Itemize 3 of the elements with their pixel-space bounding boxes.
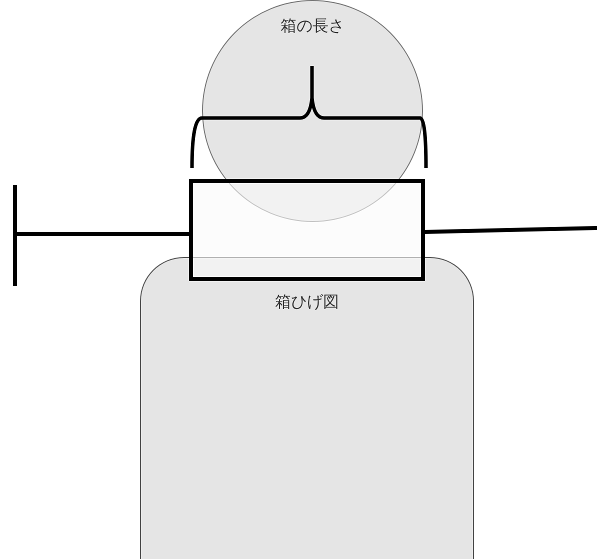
node-label: 箱の長さ — [280, 16, 344, 37]
node-label: 箱ひげ図 — [275, 292, 339, 313]
rounded-panel — [140, 257, 474, 559]
